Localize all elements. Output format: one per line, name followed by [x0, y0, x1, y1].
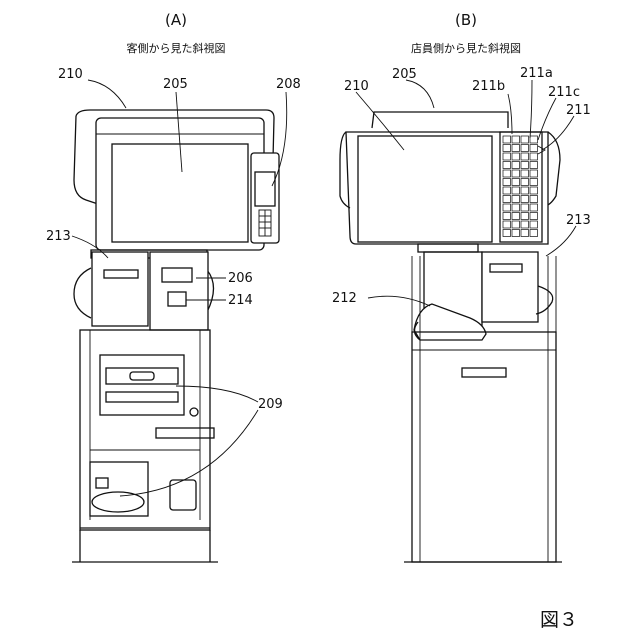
panel-b-caption: 店員側から見た斜視図: [411, 41, 521, 55]
leader-209-upper: [176, 386, 258, 402]
ref-211: 211: [566, 103, 591, 118]
ref-212: 212: [332, 291, 357, 306]
keypad-key: [503, 136, 511, 143]
keypad-key: [530, 162, 538, 169]
keypad-key: [530, 213, 538, 220]
ref-211a: 211a: [520, 66, 553, 81]
rear-cover-side-a: [74, 116, 98, 204]
panel-b-label: (B): [455, 11, 477, 29]
leader-210-a: [88, 80, 126, 108]
keypad-key: [530, 230, 538, 237]
ref-213-a: 213: [46, 229, 71, 244]
keypad-key: [530, 179, 538, 186]
keypad-key: [521, 170, 529, 177]
kiosk-a-drawing: [72, 110, 279, 562]
keypad-key: [512, 230, 520, 237]
keypad-key: [530, 204, 538, 211]
cabinet-b: [412, 332, 556, 562]
keypad-key: [503, 145, 511, 152]
keypad-key: [512, 153, 520, 160]
keypad-key: [521, 230, 529, 237]
keypad-key: [503, 179, 511, 186]
payment-module-a: [150, 252, 208, 330]
keypad-key: [530, 221, 538, 228]
keypad-key: [503, 162, 511, 169]
ref-210-b: 210: [344, 79, 369, 94]
keypad-key: [512, 136, 520, 143]
ref-210-a: 210: [58, 67, 83, 82]
ref-213-b: 213: [566, 213, 591, 228]
keypad-key: [530, 145, 538, 152]
keypad-key: [512, 187, 520, 194]
ref-214: 214: [228, 293, 253, 308]
keypad-key: [512, 221, 520, 228]
keypad-key: [512, 179, 520, 186]
printer-module-b: [482, 252, 538, 322]
figure-label: 図３: [540, 609, 578, 631]
keypad-key: [521, 221, 529, 228]
leader-205-b: [406, 80, 434, 108]
ref-205-a: 205: [163, 77, 188, 92]
keypad-key: [512, 145, 520, 152]
keypad-key: [512, 196, 520, 203]
receipt-printer-a: [92, 252, 148, 326]
service-handle-b: [462, 368, 506, 377]
panel-a-caption: 客側から見た斜視図: [127, 41, 226, 55]
ref-209: 209: [258, 397, 283, 412]
keypad-key: [503, 196, 511, 203]
keypad-key: [521, 153, 529, 160]
keypad-key: [521, 196, 529, 203]
ref-208: 208: [276, 77, 301, 92]
handle-left-a: [74, 268, 91, 318]
keypad-key: [503, 204, 511, 211]
keypad-key: [512, 162, 520, 169]
leader-213-b: [546, 226, 576, 256]
keypad-key: [503, 230, 511, 237]
hand-scanner-212: [414, 304, 486, 340]
keypad-key: [530, 136, 538, 143]
cash-unit-a: [100, 355, 184, 415]
keypad-key: [512, 170, 520, 177]
keypad-key: [530, 153, 538, 160]
neck-b: [418, 244, 478, 252]
keypad-key: [521, 162, 529, 169]
keypad-key: [521, 179, 529, 186]
keypad-key: [521, 187, 529, 194]
keypad-key: [512, 204, 520, 211]
keypad-key: [521, 145, 529, 152]
keypad-key: [530, 196, 538, 203]
leader-212: [368, 296, 430, 306]
kiosk-b-drawing: [340, 112, 562, 562]
rear-cover-b: [372, 112, 508, 128]
keypad-key: [521, 136, 529, 143]
keypad-key: [530, 187, 538, 194]
keypad-key: [521, 204, 529, 211]
keypad-key: [521, 213, 529, 220]
display-housing-a: [96, 118, 264, 250]
shelf-a: [156, 428, 214, 438]
ref-206: 206: [228, 271, 253, 286]
keypad-key: [503, 221, 511, 228]
leader-211a: [530, 80, 532, 138]
keypad-key: [503, 187, 511, 194]
ref-211b: 211b: [472, 79, 505, 94]
keypad-key: [503, 213, 511, 220]
lock-icon: [190, 408, 198, 416]
keypad-key: [530, 170, 538, 177]
keypad-key: [503, 153, 511, 160]
keypad-key: [512, 213, 520, 220]
ref-205-b: 205: [392, 67, 417, 82]
panel-a-label: (A): [165, 11, 187, 29]
keypad-key: [503, 170, 511, 177]
ref-211c: 211c: [548, 85, 580, 100]
